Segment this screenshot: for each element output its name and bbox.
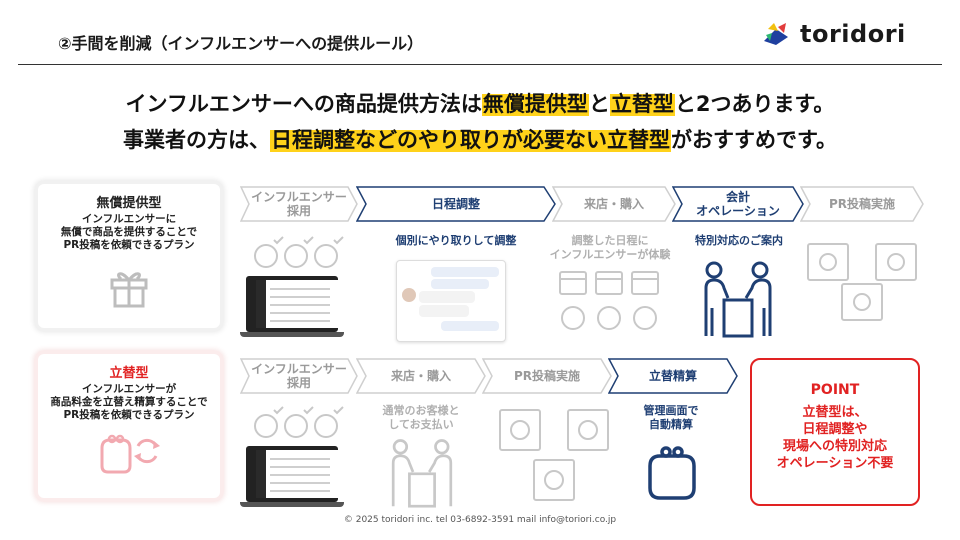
highlight-recommend: 日程調整などのやり取りが必要ない立替型 bbox=[270, 128, 672, 152]
step-label: 立替精算 bbox=[648, 369, 697, 383]
plan-title: 無償提供型 bbox=[96, 196, 162, 211]
headline-text: がおすすめです。 bbox=[671, 128, 837, 152]
caption-line: 自動精算 bbox=[649, 418, 693, 431]
step-label: 会計オペレーション bbox=[672, 186, 804, 222]
step-checkout-operation: 会計オペレーション bbox=[672, 186, 804, 222]
step-visit-purchase: 来店・購入 bbox=[552, 186, 676, 222]
point-line: 立替型は、 bbox=[802, 405, 868, 420]
step-pr-post: PR投稿実施 bbox=[800, 186, 924, 222]
page-title: ②手間を削減（インフルエンサーへの提供ルール） bbox=[58, 34, 424, 53]
brand-logo: toridori bbox=[762, 20, 906, 48]
plan-desc-line: インフルエンサーが bbox=[81, 383, 177, 395]
point-body: 立替型は、 日程調整や 現場への特別対応 オペレーション不要 bbox=[752, 404, 918, 472]
calendar-people-icon bbox=[559, 271, 659, 330]
plan-desc-line: 商品料金を立替え精算することで bbox=[50, 396, 208, 408]
plan-desc-line: 無償で商品を提供することで bbox=[60, 226, 198, 238]
caption-line: してお支払い bbox=[388, 418, 454, 431]
step-pr-post-b: PR投稿実施 bbox=[482, 358, 612, 394]
point-callout: POINT 立替型は、 日程調整や 現場への特別対応 オペレーション不要 bbox=[750, 358, 920, 506]
step-label: PR投稿実施 bbox=[513, 369, 581, 383]
point-line: オペレーション不要 bbox=[776, 456, 894, 471]
counter-service-gray-icon bbox=[391, 439, 453, 508]
caption-line: 管理画面で bbox=[643, 404, 699, 417]
step-label: 来店・購入 bbox=[583, 197, 644, 211]
plan-desc-line: PR投稿を依頼できるプラン bbox=[63, 239, 195, 251]
plan-desc: インフルエンサーが 商品料金を立替え精算することで PR投稿を依頼できるプラン bbox=[34, 383, 224, 422]
counter-service-icon bbox=[704, 261, 772, 338]
caption-scheduling: 個別にやり取りして調整 bbox=[395, 234, 517, 247]
footer-copyright: © 2025 toridori inc. tel 03-6892-3591 ma… bbox=[343, 515, 617, 525]
highlight-advance: 立替型 bbox=[609, 92, 675, 116]
plan-card-free: 無償提供型 インフルエンサーに 無償で商品を提供することで PR投稿を依頼できる… bbox=[34, 180, 224, 332]
sns-posts-icon bbox=[499, 409, 609, 501]
step-label-line: オペレーション bbox=[696, 204, 780, 218]
step-label-line: 採用 bbox=[286, 376, 311, 390]
step-label: PR投稿実施 bbox=[828, 197, 896, 211]
caption-line: 調整した日程に bbox=[571, 234, 649, 247]
caption-line: 通常のお客様と bbox=[382, 404, 460, 417]
step-label-line: 採用 bbox=[286, 204, 311, 218]
headline-text: と bbox=[588, 92, 610, 116]
plan-desc-line: インフルエンサーに bbox=[81, 213, 177, 225]
caption-line: インフルエンサーが体験 bbox=[549, 248, 671, 261]
step-label: 日程調整 bbox=[431, 197, 480, 211]
chat-window-icon bbox=[396, 260, 506, 342]
headline-line-2: 事業者の方は、日程調整などのやり取りが必要ない立替型がおすすめです。 bbox=[0, 124, 960, 154]
laptop-dashboard-icon bbox=[240, 276, 344, 340]
headline-text: と2つあります。 bbox=[674, 92, 835, 116]
step-label-line: 会計 bbox=[725, 190, 750, 204]
gift-icon bbox=[110, 272, 148, 308]
laptop-dashboard-icon bbox=[240, 446, 344, 510]
brand-name: toridori bbox=[800, 20, 906, 48]
point-line: 現場への特別対応 bbox=[782, 439, 887, 454]
headline-text: 事業者の方は、 bbox=[123, 128, 271, 152]
step-scheduling: 日程調整 bbox=[356, 186, 556, 222]
caption-auto-settlement: 管理画面で 自動精算 bbox=[616, 404, 726, 432]
step-label-line: インフルエンサー bbox=[251, 362, 347, 376]
step-label: 来店・購入 bbox=[390, 369, 451, 383]
wallet-icon bbox=[100, 434, 160, 474]
header-divider bbox=[18, 64, 942, 65]
toridori-logo-icon bbox=[764, 23, 788, 45]
caption-special-service: 特別対応のご案内 bbox=[695, 234, 783, 247]
step-influencer-hiring-b: インフルエンサー採用 bbox=[240, 358, 358, 394]
plan-desc-line: PR投稿を依頼できるプラン bbox=[63, 409, 195, 421]
step-influencer-hiring: インフルエンサー採用 bbox=[240, 186, 358, 222]
point-title: POINT bbox=[810, 382, 860, 398]
step-label-line: インフルエンサー bbox=[251, 190, 347, 204]
headline-text: インフルエンサーへの商品提供方法は bbox=[125, 92, 482, 116]
influencer-avatars-icon bbox=[254, 236, 344, 268]
plan-title: 立替型 bbox=[109, 366, 149, 381]
plan-desc: インフルエンサーに 無償で商品を提供することで PR投稿を依頼できるプラン bbox=[34, 213, 224, 252]
highlight-free: 無償提供型 bbox=[481, 92, 589, 116]
step-visit-purchase-b: 来店・購入 bbox=[356, 358, 486, 394]
step-advance-settlement: 立替精算 bbox=[608, 358, 738, 394]
caption-normal-payment: 通常のお客様と してお支払い bbox=[366, 404, 476, 432]
step-label: インフルエンサー採用 bbox=[240, 186, 358, 222]
coin-purse-icon bbox=[648, 446, 696, 500]
headline-line-1: インフルエンサーへの商品提供方法は無償提供型と立替型と2つあります。 bbox=[0, 88, 960, 118]
sns-posts-icon bbox=[807, 243, 917, 321]
step-label: インフルエンサー採用 bbox=[240, 358, 358, 394]
caption-visit: 調整した日程に インフルエンサーが体験 bbox=[530, 234, 690, 262]
influencer-avatars-icon bbox=[254, 406, 344, 438]
plan-card-advance: 立替型 インフルエンサーが 商品料金を立替え精算することで PR投稿を依頼できる… bbox=[34, 350, 224, 502]
point-line: 日程調整や bbox=[802, 422, 868, 437]
